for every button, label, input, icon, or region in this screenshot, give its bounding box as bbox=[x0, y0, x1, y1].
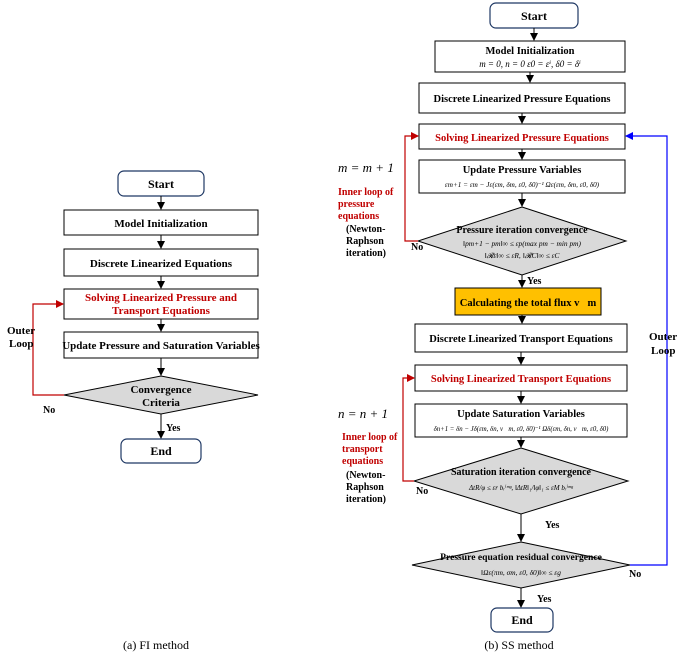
ss-resid-title: Pressure equation residual convergence bbox=[440, 552, 602, 563]
ss-inner-transport-loop bbox=[402, 374, 415, 482]
ss-newton2-label-1: (Newton- bbox=[346, 470, 385, 481]
ss-outer-label-1: Outer bbox=[649, 331, 677, 343]
fi-solve-box bbox=[63, 288, 259, 320]
ss-solve-pressure-box bbox=[418, 123, 626, 150]
ss-solve-pressure-label: Solving Linearized Pressure Equations bbox=[435, 133, 609, 144]
fi-end-label: End bbox=[150, 444, 172, 458]
ss-sconv-formula: ΔtR/φ ≤ εr bᵣⁱᵐᵍ, ‖ΔtR‖₁/‖φ‖₁ ≤ εM bᵣⁱᵐᵍ bbox=[468, 484, 574, 492]
fi-update-label: Update Pressure and Saturation Variables bbox=[62, 340, 260, 352]
ss-no-saturation: No bbox=[416, 486, 428, 497]
fi-outer-label-2: Loop bbox=[9, 338, 33, 350]
fi-end-box bbox=[120, 438, 202, 464]
ss-discrete-pressure-label: Discrete Linearized Pressure Equations bbox=[433, 94, 610, 105]
ss-inner-p-label-2: pressure bbox=[338, 199, 375, 210]
fi-yes-label: Yes bbox=[166, 423, 181, 434]
fi-outer-label-1: Outer bbox=[7, 325, 35, 337]
ss-inner-t-label-3: equations bbox=[342, 456, 383, 467]
ss-inner-t-label-2: transport bbox=[342, 444, 383, 455]
ss-residual-conv-diamond bbox=[411, 541, 631, 589]
fi-start-label: Start bbox=[148, 177, 174, 191]
ss-inner-t-label-1: Inner loop of bbox=[342, 432, 398, 443]
fi-init-label: Model Initialization bbox=[114, 218, 207, 230]
fi-no-label: No bbox=[43, 405, 55, 416]
ss-outer-loop-arrow bbox=[625, 132, 668, 566]
ss-pconv-title: Pressure iteration convergence bbox=[456, 225, 588, 236]
fi-caption: (a) FI method bbox=[123, 638, 189, 652]
ss-flux-box bbox=[454, 287, 602, 316]
ss-sconv-title: Saturation iteration convergence bbox=[451, 467, 592, 478]
fi-solve-label-2: Transport Equations bbox=[112, 305, 211, 317]
fi-discrete-label: Discrete Linearized Equations bbox=[90, 258, 233, 270]
fi-flowchart: Start Model Initialization Discrete Line… bbox=[7, 170, 261, 652]
ss-solve-transport-label: Solving Linearized Transport Equations bbox=[431, 374, 611, 385]
ss-caption: (b) SS method bbox=[484, 638, 553, 652]
ss-init-formula: m = 0, n = 0 ε0 = εⁱ, δ0 = δⁱ bbox=[479, 59, 581, 69]
ss-update-pressure-formula: εm+1 = εm − Jε(εm, δm, ε0, δ0)⁻¹ Ωε(εm, … bbox=[445, 181, 600, 189]
ss-update-saturation-box bbox=[414, 403, 628, 438]
ss-inner-p-label-3: equations bbox=[338, 211, 379, 222]
ss-yes-saturation: Yes bbox=[545, 520, 560, 531]
ss-flowchart: Start Model Initialization m = 0, n = 0 … bbox=[338, 2, 677, 652]
ss-discrete-transport-box bbox=[414, 323, 628, 353]
ss-discrete-pressure-box bbox=[418, 82, 626, 114]
ss-update-saturation-label: Update Saturation Variables bbox=[457, 409, 585, 420]
ss-discrete-transport-label: Discrete Linearized Transport Equations bbox=[429, 334, 612, 345]
ss-newton1-label-2: Raphson bbox=[346, 236, 384, 247]
ss-resid-formula: ‖Ωε(πm, σm, ε0, δ0)‖∞ ≤ εg bbox=[481, 568, 561, 577]
ss-newton2-label-3: iteration) bbox=[346, 494, 386, 505]
ss-end-box bbox=[490, 607, 554, 633]
ss-pconv-formula-2: ‖𝓡ε‖∞ ≤ εR, ‖𝓡C‖∞ ≤ εC bbox=[485, 251, 560, 260]
ss-update-pressure-label: Update Pressure Variables bbox=[463, 165, 582, 176]
ss-pconv-formula-1: ‖pm+1 − pm‖∞ ≤ εp(max pm − min pm) bbox=[463, 239, 582, 248]
ss-newton1-label-1: (Newton- bbox=[346, 224, 385, 235]
ss-no-pressure: No bbox=[411, 242, 423, 253]
ss-m-update: m = m + 1 bbox=[338, 160, 394, 175]
ss-saturation-conv-diamond bbox=[412, 447, 630, 515]
fi-outer-loop-arrow bbox=[32, 300, 64, 396]
ss-n-update: n = n + 1 bbox=[338, 406, 388, 421]
ss-no-residual: No bbox=[629, 569, 641, 580]
ss-flux-label: Calculating the total flux v⃗m bbox=[460, 298, 597, 309]
fi-update-box bbox=[63, 331, 259, 359]
fi-conv-label-2: Criteria bbox=[142, 397, 180, 409]
ss-update-saturation-formula: δn+1 = δn − Jδ(εm, δn, v⃗m, ε0, δ0)⁻¹ Ωδ… bbox=[434, 426, 610, 433]
ss-start-label: Start bbox=[521, 9, 547, 23]
ss-yes-residual: Yes bbox=[537, 594, 552, 605]
fi-init-box bbox=[63, 209, 259, 236]
ss-outer-label-2: Loop bbox=[651, 345, 675, 357]
ss-inner-p-label-1: Inner loop of bbox=[338, 187, 394, 198]
ss-newton2-label-2: Raphson bbox=[346, 482, 384, 493]
ss-newton1-label-3: iteration) bbox=[346, 248, 386, 259]
ss-init-box bbox=[434, 40, 626, 73]
fi-solve-label-1: Solving Linearized Pressure and bbox=[85, 292, 237, 304]
ss-yes-pressure: Yes bbox=[527, 276, 542, 287]
fi-conv-label-1: Convergence bbox=[130, 384, 191, 396]
ss-end-label: End bbox=[511, 613, 533, 627]
ss-solve-transport-box bbox=[414, 364, 628, 392]
ss-init-label: Model Initialization bbox=[486, 46, 575, 57]
ss-inner-pressure-loop bbox=[404, 132, 419, 242]
